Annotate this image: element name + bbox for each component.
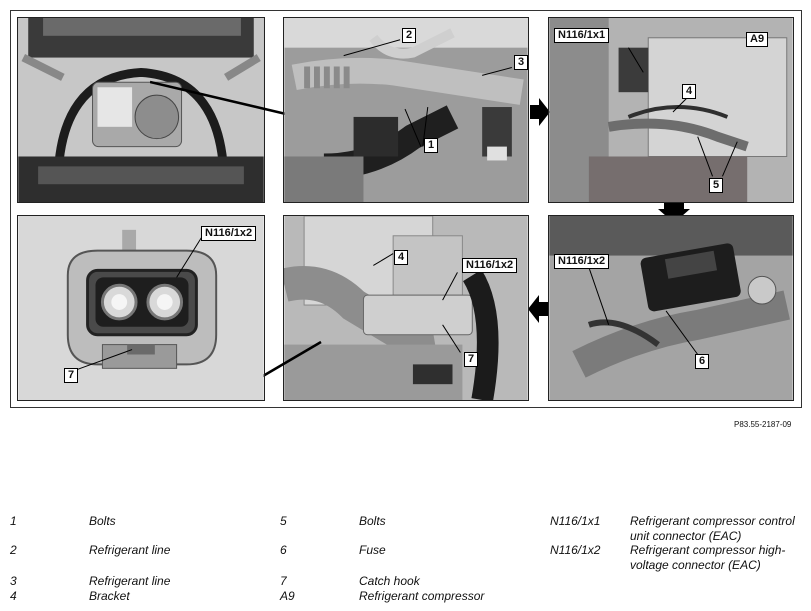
legend-num-1: 1	[10, 514, 17, 528]
control-unit-illustration	[549, 18, 793, 202]
legend-desc-a9: Refrigerant compressor	[359, 589, 485, 603]
legend-desc-1: Bolts	[89, 514, 116, 528]
connector-unlock-illustration	[284, 216, 528, 400]
legend-desc-4: Bracket	[89, 589, 130, 603]
legend-num-6: 6	[280, 543, 287, 557]
callout-7-middle: 7	[464, 352, 479, 367]
callout-n116-1x2-right: N116/1x2	[554, 254, 610, 269]
arrow-down-icon	[658, 203, 690, 223]
callout-n116-1x2-left: N116/1x2	[201, 226, 257, 241]
callout-a9: A9	[746, 32, 769, 47]
callout-n116-1x1: N116/1x1	[554, 28, 610, 43]
legend-num-n116-1x2: N116/1x2	[550, 543, 601, 557]
callout-3: 3	[514, 55, 528, 70]
legend-desc-5: Bolts	[359, 514, 386, 528]
callout-n116-1x2-middle: N116/1x2	[462, 258, 518, 273]
callout-2: 2	[402, 28, 417, 43]
legend-desc-n116-1x1: Refrigerant compressor control unit conn…	[630, 514, 795, 543]
callout-4-bottom: 4	[394, 250, 409, 265]
connector-leader-line	[263, 340, 322, 378]
overview-leader-line	[150, 80, 287, 116]
legend-num-4: 4	[10, 589, 17, 603]
legend-desc-6: Fuse	[359, 543, 386, 557]
callout-7-left: 7	[64, 368, 79, 383]
arrow-left-icon	[528, 295, 548, 323]
callout-4-top: 4	[682, 84, 697, 99]
panel-connector-closeup: N116/1x2 7	[17, 215, 265, 401]
callout-1: 1	[424, 138, 439, 153]
panel-fuse: N116/1x2 6	[548, 215, 794, 401]
fuse-illustration	[549, 216, 793, 400]
legend-desc-2: Refrigerant line	[89, 543, 171, 557]
legend-num-3: 3	[10, 574, 17, 588]
panel-refrigerant-lines: 2 3 1	[283, 17, 529, 203]
callout-6: 6	[695, 354, 710, 369]
legend-num-5: 5	[280, 514, 287, 528]
legend-num-2: 2	[10, 543, 17, 557]
overview-illustration	[18, 18, 264, 202]
callout-5: 5	[709, 178, 724, 193]
legend-num-7: 7	[280, 574, 287, 588]
panel-overview	[17, 17, 265, 203]
refrigerant-lines-illustration	[284, 18, 528, 202]
arrow-right-icon	[530, 98, 550, 126]
panel-connector-unlock: 4 N116/1x2 7	[283, 215, 529, 401]
figure-reference: P83.55-2187-09	[734, 420, 792, 429]
legend-num-n116-1x1: N116/1x1	[550, 514, 601, 528]
legend-desc-n116-1x2: Refrigerant compressor high-voltage conn…	[630, 543, 786, 572]
legend-desc-7: Catch hook	[359, 574, 420, 588]
connector-closeup-illustration	[18, 216, 264, 400]
legend-num-a9: A9	[280, 589, 295, 603]
panel-control-unit: N116/1x1 A9 4 5	[548, 17, 794, 203]
legend-desc-3: Refrigerant line	[89, 574, 171, 588]
